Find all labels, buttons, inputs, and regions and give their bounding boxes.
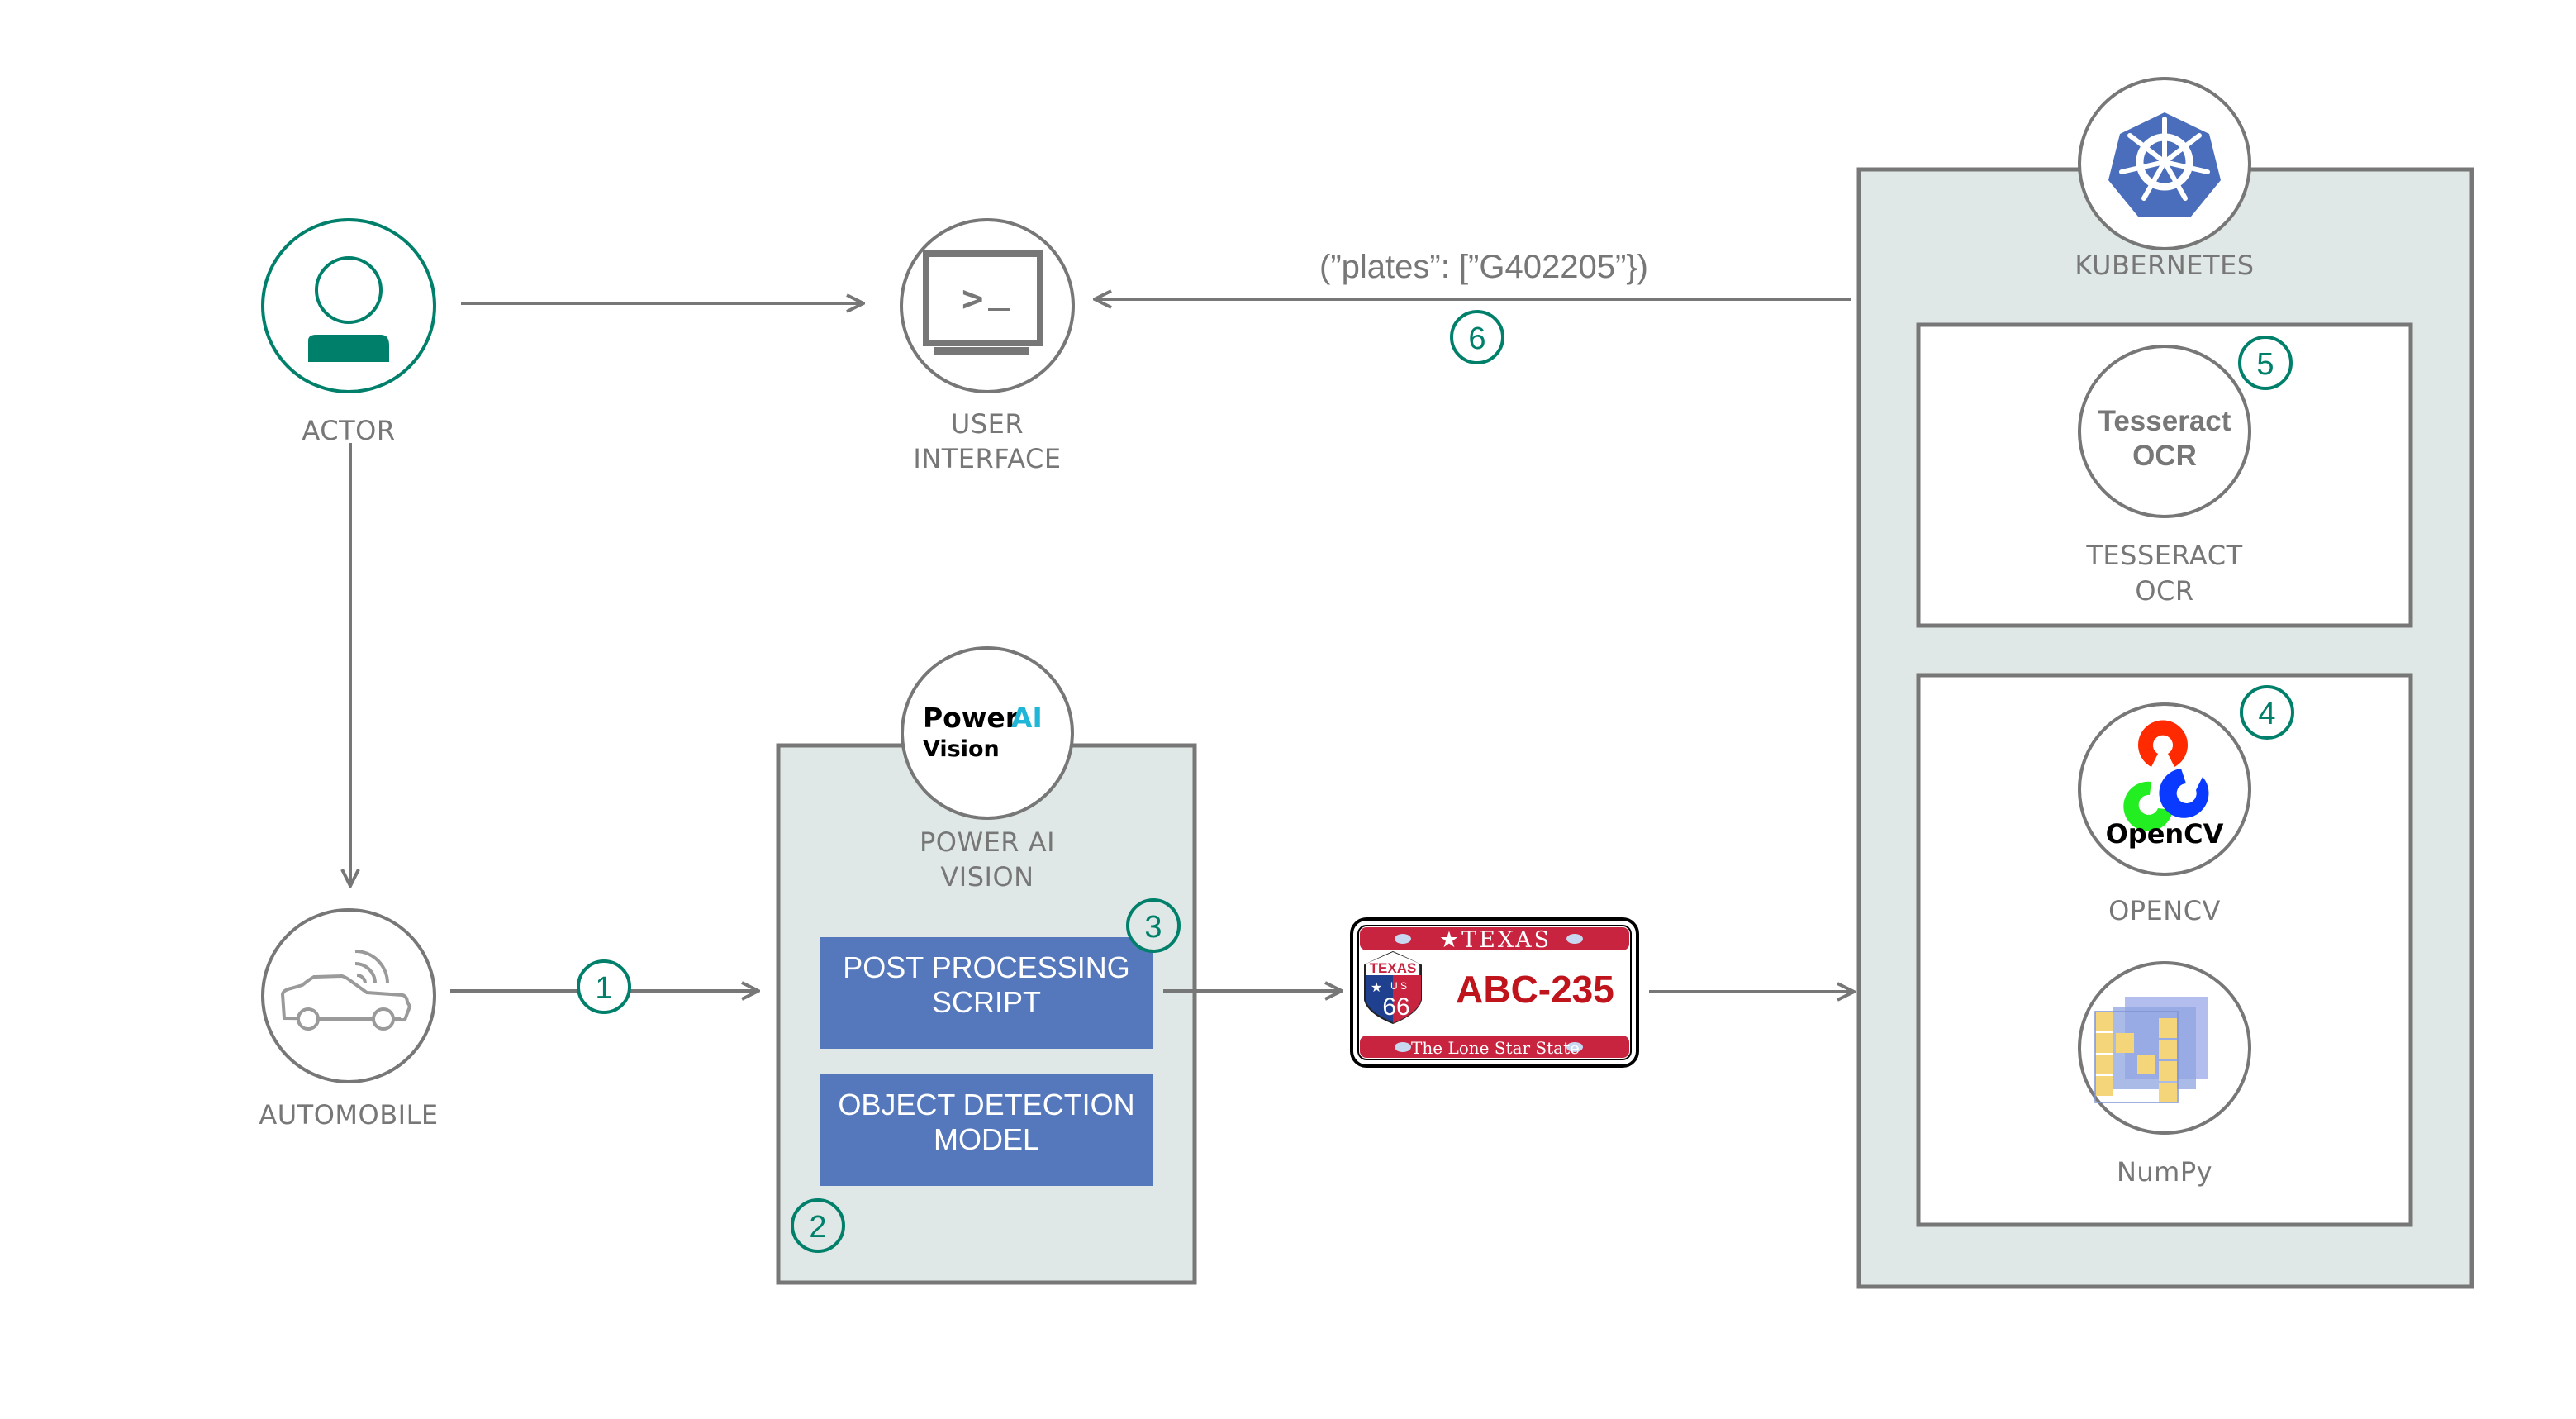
step-marker-4: 4 xyxy=(2240,685,2294,740)
step-number: 2 xyxy=(809,1210,826,1245)
step-marker-3: 3 xyxy=(1126,898,1181,953)
powerai-logo-word1: Power xyxy=(923,702,1019,734)
shield-top-text: TEXAS xyxy=(1370,960,1417,976)
tesseract-node: Tesseract OCR TESSERACT OCR xyxy=(2078,345,2251,607)
opencv-label: OPENCV xyxy=(2108,895,2221,926)
plate-slogan: The Lone Star State xyxy=(1411,1038,1580,1058)
post-processing-script-box: POST PROCESSING SCRIPT xyxy=(820,937,1153,1049)
step-number: 6 xyxy=(1468,321,1485,356)
powerai-label-line1: POWER AI xyxy=(920,826,1055,858)
numpy-node: NumPy xyxy=(2078,961,2251,1188)
numpy-cube-icon xyxy=(2094,997,2208,1103)
actor-label: ACTOR xyxy=(302,415,395,446)
step-number: 4 xyxy=(2258,697,2275,731)
route-66-shield-icon: TEXAS U S 66 ★ xyxy=(1364,950,1422,1025)
step-marker-2: 2 xyxy=(791,1198,845,1253)
plate-number: ABC-235 xyxy=(1456,968,1614,1011)
powerai-label-line2: VISION xyxy=(940,861,1034,893)
step-marker-6: 6 xyxy=(1450,310,1504,364)
post-processing-line1: POST PROCESSING xyxy=(843,950,1129,984)
step-marker-5: 5 xyxy=(2238,336,2293,390)
step-number: 1 xyxy=(595,971,612,1006)
svg-text:★: ★ xyxy=(1371,979,1382,995)
plate-state: ★TEXAS xyxy=(1439,927,1552,953)
post-processing-line2: SCRIPT xyxy=(932,985,1041,1019)
step-number: 3 xyxy=(1144,910,1162,945)
shield-num-text: 66 xyxy=(1382,993,1409,1021)
user-icon xyxy=(308,256,389,362)
svg-text:>: > xyxy=(962,278,984,320)
powerai-logo-word2: AI xyxy=(1011,702,1043,734)
actor-node: ACTOR xyxy=(261,218,436,446)
powerai-node: Power AI Vision POWER AI VISION POST PRO… xyxy=(820,646,1153,1186)
opencv-logo-text: OpenCV xyxy=(2106,818,2224,850)
powerai-vision-logo: Power AI Vision xyxy=(923,702,1043,762)
response-payload-label: (”plates”: [”G402205”}) xyxy=(1319,249,1648,285)
terminal-icon: > xyxy=(923,250,1043,355)
shield-us-text: U S xyxy=(1390,980,1407,992)
automobile-label: AUTOMOBILE xyxy=(259,1099,438,1131)
ui-label-line2: INTERFACE xyxy=(913,443,1061,474)
automobile-node: AUTOMOBILE xyxy=(259,908,438,1131)
step-number: 5 xyxy=(2256,347,2274,382)
tesseract-label-line2: OCR xyxy=(2135,575,2193,607)
opencv-node: OpenCV OPENCV xyxy=(2078,702,2251,926)
object-detection-line2: MODEL xyxy=(934,1122,1039,1156)
tesseract-logo-line2: OCR xyxy=(2132,440,2197,472)
object-detection-line1: OBJECT DETECTION xyxy=(838,1088,1134,1121)
kubernetes-node: KUBERNETES xyxy=(2075,77,2254,281)
license-plate-image: ★TEXAS The Lone Star State TEXAS U S 66 … xyxy=(1350,917,1639,1068)
ui-label-line1: USER xyxy=(951,408,1024,440)
numpy-label: NumPy xyxy=(2117,1156,2212,1188)
object-detection-model-box: OBJECT DETECTION MODEL xyxy=(820,1074,1153,1186)
powerai-logo-word3: Vision xyxy=(923,736,1000,762)
step-marker-1: 1 xyxy=(577,959,631,1014)
user-interface-node: > USER INTERFACE xyxy=(900,218,1075,474)
kubernetes-label: KUBERNETES xyxy=(2075,250,2254,281)
connected-car-icon xyxy=(280,950,412,1031)
tesseract-label-line1: TESSERACT xyxy=(2085,540,2242,571)
kubernetes-helm-icon xyxy=(2108,112,2221,217)
tesseract-logo-line1: Tesseract xyxy=(2098,405,2231,437)
opencv-logo-icon xyxy=(2123,720,2209,831)
